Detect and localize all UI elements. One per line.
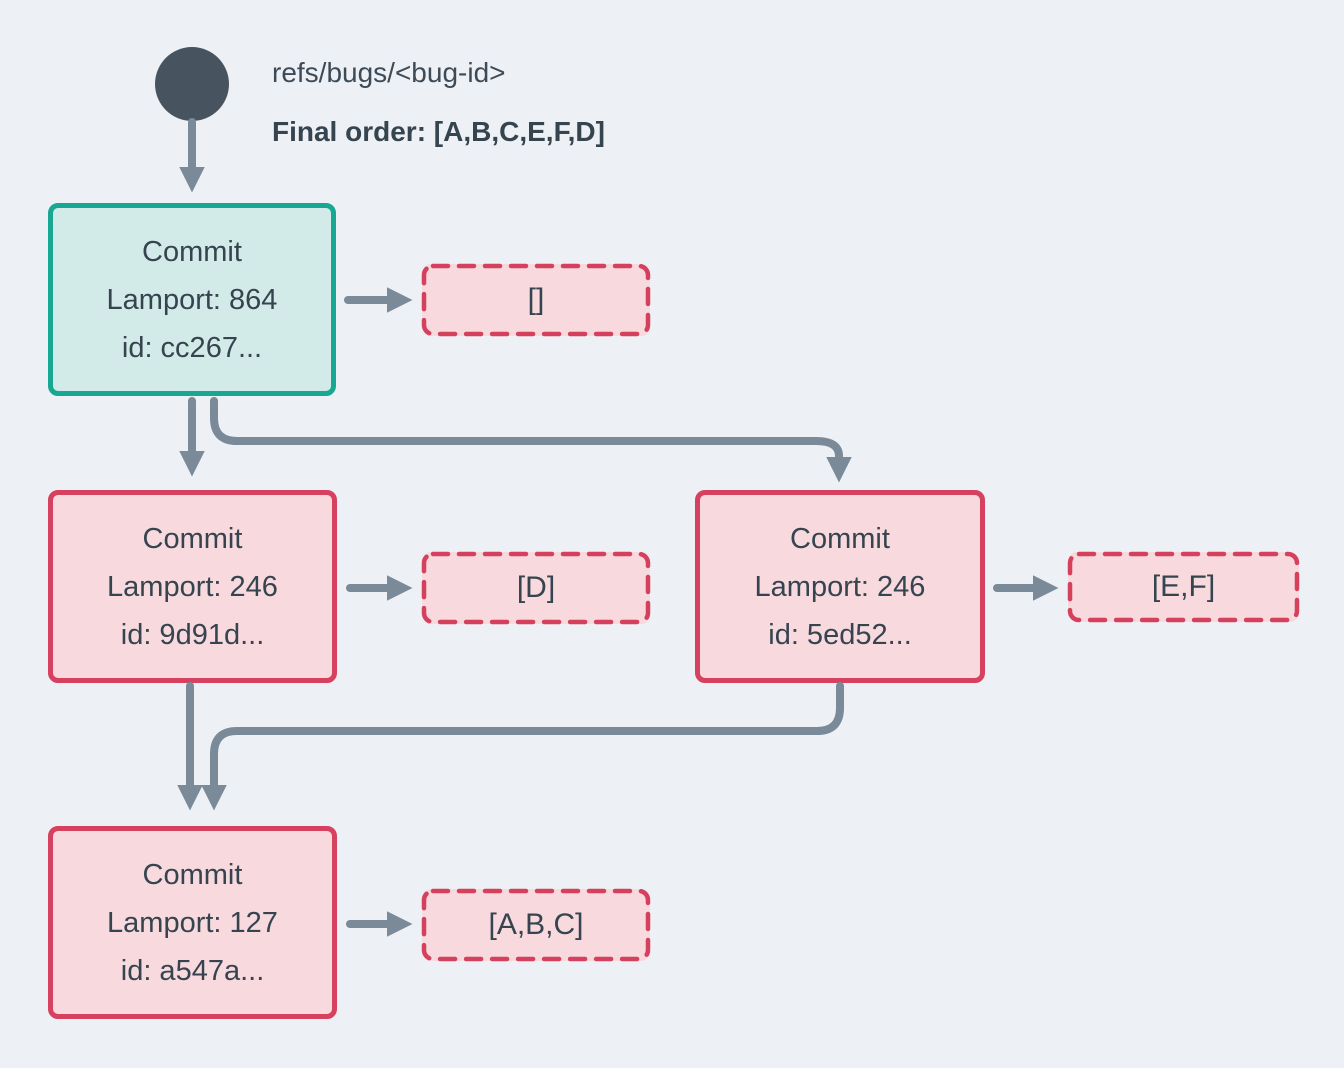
- commit-node-bottom: Commit Lamport: 127 id: a547a...: [48, 826, 337, 1019]
- commit-id: id: a547a...: [120, 954, 265, 987]
- commit-node-root: Commit Lamport: 864 id: cc267...: [48, 203, 336, 396]
- commit-lamport: Lamport: 127: [107, 906, 278, 939]
- commit-lamport: Lamport: 246: [754, 570, 926, 603]
- commit-title: Commit: [142, 858, 243, 891]
- final-order-label: Final order: [A,B,C,E,F,D]: [272, 116, 605, 147]
- ref-label: refs/bugs/<bug-id>: [272, 57, 506, 88]
- commit-lamport: Lamport: 246: [107, 570, 278, 603]
- operations-box-right: [E,F]: [1068, 552, 1299, 622]
- commit-id: id: 9d91d...: [120, 618, 265, 651]
- edge-root-to-right: [210, 397, 852, 483]
- operations-box-root: []: [422, 264, 650, 336]
- commit-lamport: Lamport: 864: [106, 283, 278, 316]
- commit-id: id: 5ed52...: [768, 618, 912, 651]
- commit-id: id: cc267...: [121, 331, 263, 364]
- operations-label: [D]: [516, 571, 556, 604]
- ref-head-node: [155, 47, 229, 121]
- operations-label: [E,F]: [1151, 570, 1216, 603]
- commit-node-left: Commit Lamport: 246 id: 9d91d...: [48, 490, 337, 683]
- commit-title: Commit: [790, 522, 890, 555]
- operations-box-left: [D]: [422, 552, 650, 624]
- edge-right-to-bottom: [201, 682, 844, 811]
- operations-label: [A,B,C]: [488, 908, 584, 941]
- commit-node-right: Commit Lamport: 246 id: 5ed52...: [695, 490, 985, 683]
- commit-title: Commit: [142, 235, 242, 268]
- commit-title: Commit: [142, 522, 243, 555]
- operations-box-bottom: [A,B,C]: [422, 889, 650, 961]
- operations-label: []: [527, 283, 545, 316]
